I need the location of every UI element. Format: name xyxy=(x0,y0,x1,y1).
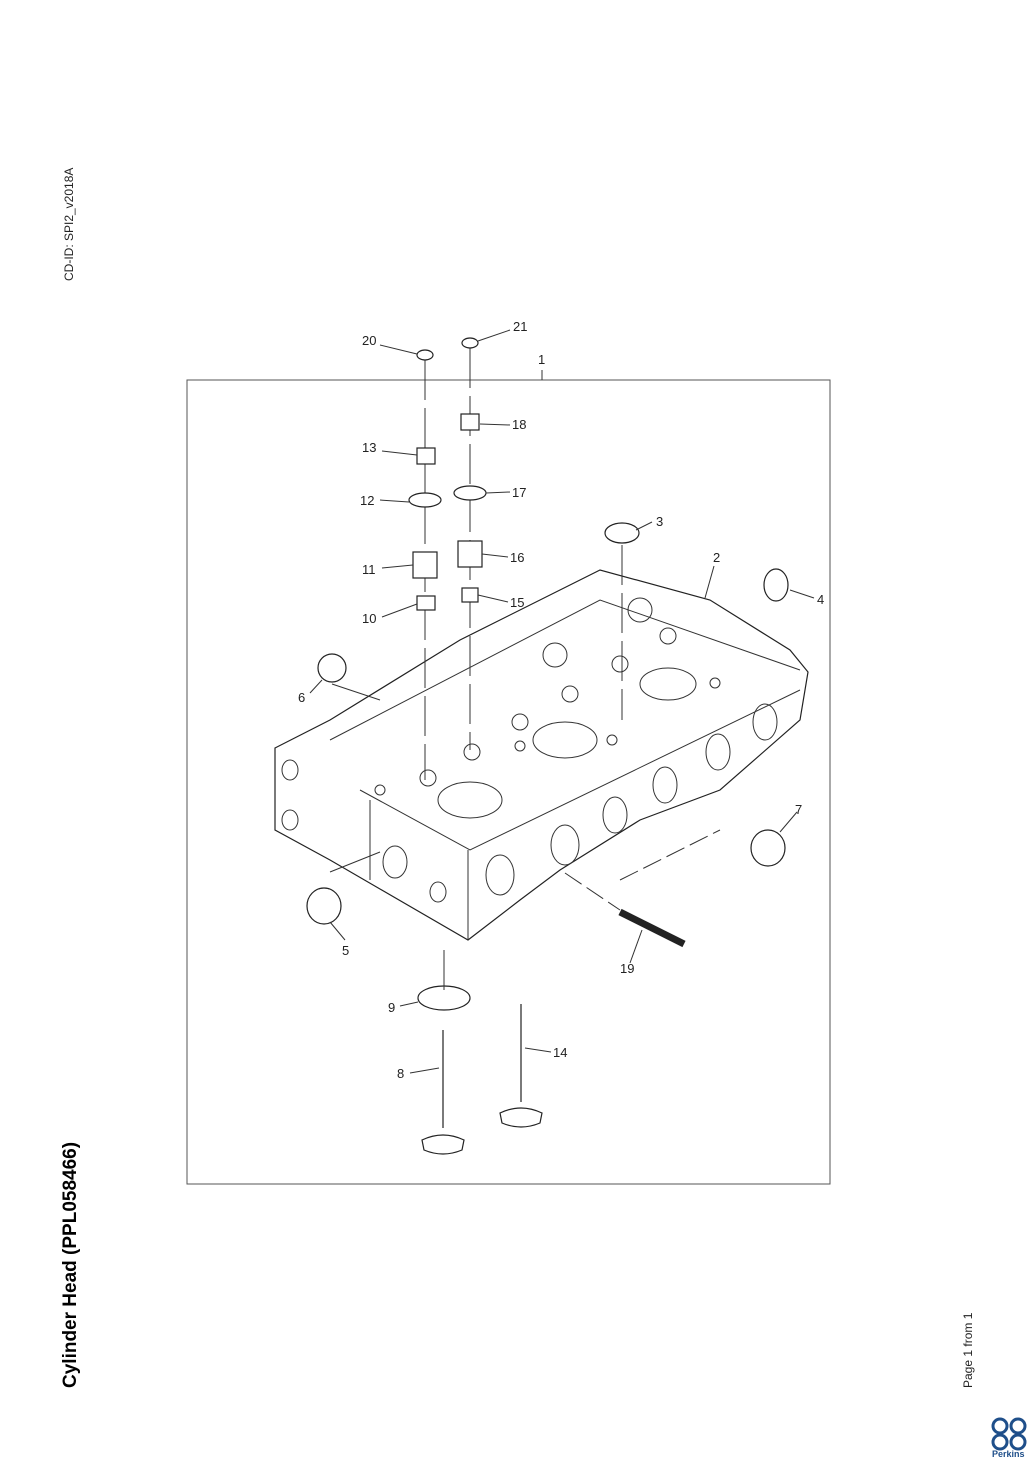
callout-15: 15 xyxy=(510,595,524,610)
brand-name: Perkins xyxy=(992,1449,1025,1459)
callout-16: 16 xyxy=(510,550,524,565)
callout-17: 17 xyxy=(512,485,526,500)
callout-11: 11 xyxy=(362,562,376,577)
intake-valve-train xyxy=(408,349,442,780)
callout-19: 19 xyxy=(620,961,634,976)
core-plugs xyxy=(306,522,789,925)
diagram-frame xyxy=(186,379,831,1185)
callout-12: 12 xyxy=(360,493,374,508)
callout-6: 6 xyxy=(298,690,305,705)
cylinder-head-stud xyxy=(618,908,686,948)
callout-21: 21 xyxy=(513,319,527,334)
perkins-logo-icon xyxy=(991,1417,1027,1451)
cylinder-head-block xyxy=(274,569,809,941)
leader-lines xyxy=(309,329,815,1074)
valves xyxy=(421,1004,543,1155)
callout-1: 1 xyxy=(538,352,545,367)
callout-13: 13 xyxy=(362,440,376,455)
callout-18: 18 xyxy=(512,417,526,432)
callout-9: 9 xyxy=(388,1000,395,1015)
callout-8: 8 xyxy=(397,1066,404,1081)
callout-7: 7 xyxy=(795,802,802,817)
callout-5: 5 xyxy=(342,943,349,958)
callout-4: 4 xyxy=(817,592,824,607)
callout-10: 10 xyxy=(362,611,376,626)
callout-3: 3 xyxy=(656,514,663,529)
callout-20: 20 xyxy=(362,333,376,348)
callout-2: 2 xyxy=(713,550,720,565)
exhaust-valve-train xyxy=(453,337,487,750)
callout-14: 14 xyxy=(553,1045,567,1060)
